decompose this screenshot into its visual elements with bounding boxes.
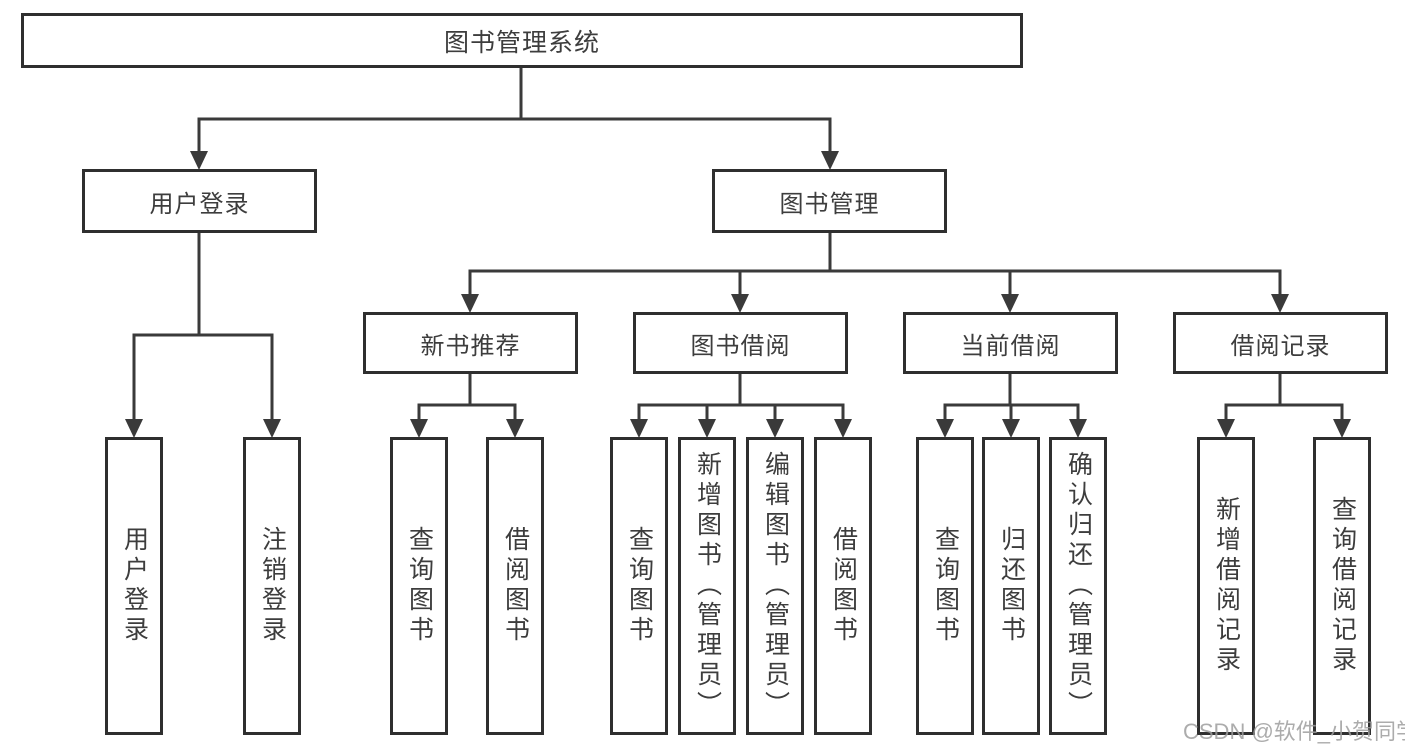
node-user-login: 用户登录 bbox=[82, 169, 317, 233]
leaf-edit-books-admin: 编辑图书（管理员） bbox=[746, 437, 804, 735]
leaf-borrow-books-rec: 借阅图书 bbox=[486, 437, 544, 735]
connector-book-borrow-to-leaves bbox=[630, 374, 852, 438]
leaf-confirm-return-admin: 确认归还（管理员） bbox=[1049, 437, 1107, 735]
node-current-borrowing: 当前借阅 bbox=[903, 312, 1118, 374]
leaf-return-books: 归还图书 bbox=[982, 437, 1040, 735]
connector-book-mgmt-to-level3 bbox=[461, 233, 1289, 313]
node-borrowing-records: 借阅记录 bbox=[1173, 312, 1388, 374]
leaf-query-books-rec: 查询图书 bbox=[390, 437, 448, 735]
leaf-query-books-borrow: 查询图书 bbox=[610, 437, 668, 735]
leaf-user-login: 用户登录 bbox=[105, 437, 163, 735]
connector-current-borrow-to-leaves bbox=[936, 374, 1087, 438]
node-library-management-system: 图书管理系统 bbox=[21, 13, 1023, 68]
leaf-query-books-current: 查询图书 bbox=[916, 437, 974, 735]
leaf-add-borrow-record: 新增借阅记录 bbox=[1197, 437, 1255, 735]
leaf-borrow-books: 借阅图书 bbox=[814, 437, 872, 735]
node-book-borrowing: 图书借阅 bbox=[633, 312, 848, 374]
leaf-query-borrow-record: 查询借阅记录 bbox=[1313, 437, 1371, 735]
connector-new-book-to-leaves bbox=[410, 374, 524, 438]
connector-borrow-record-to-leaves bbox=[1217, 374, 1351, 438]
node-new-book-recommendation: 新书推荐 bbox=[363, 312, 578, 374]
node-book-management: 图书管理 bbox=[712, 169, 947, 233]
leaf-logout: 注销登录 bbox=[243, 437, 301, 735]
connector-root-to-level2 bbox=[190, 68, 839, 170]
leaf-add-books-admin: 新增图书（管理员） bbox=[678, 437, 736, 735]
connector-user-login-to-leaves bbox=[125, 233, 281, 438]
